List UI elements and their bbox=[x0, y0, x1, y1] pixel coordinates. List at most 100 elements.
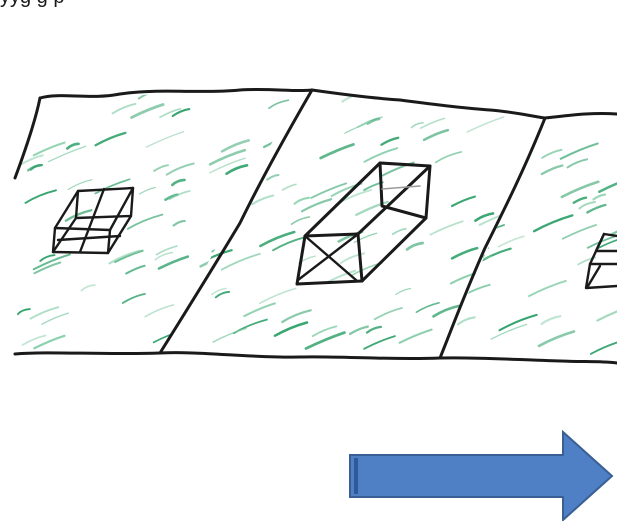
hatch-stroke bbox=[295, 198, 310, 204]
hatch-stroke bbox=[534, 215, 572, 231]
hatch-stroke bbox=[244, 303, 275, 316]
hatch-stroke bbox=[67, 144, 78, 149]
hatch-stroke bbox=[436, 152, 461, 163]
hatch-stroke bbox=[210, 158, 245, 173]
hatch-stroke bbox=[452, 197, 475, 206]
hatch-stroke bbox=[485, 264, 515, 276]
hatch-stroke bbox=[25, 190, 56, 203]
hatch-stroke bbox=[466, 133, 486, 141]
hatch-stroke bbox=[518, 127, 537, 135]
hatch-stroke bbox=[18, 309, 30, 314]
hatch-stroke bbox=[30, 307, 58, 319]
hatch-stroke bbox=[382, 138, 399, 145]
roof-bottom-edge bbox=[15, 353, 617, 363]
hatch-stroke bbox=[222, 254, 260, 270]
hatch-stroke bbox=[411, 123, 423, 128]
hatch-stroke bbox=[200, 343, 213, 349]
hatch-stroke bbox=[597, 305, 617, 321]
middle-skylight bbox=[297, 163, 430, 284]
middle-panel-hatching bbox=[162, 85, 575, 355]
hatch-stroke bbox=[275, 323, 307, 336]
hatch-stroke bbox=[174, 260, 203, 272]
hatch-stroke bbox=[502, 126, 539, 141]
hatch-stroke bbox=[517, 238, 545, 249]
hatch-stroke bbox=[496, 257, 510, 263]
hatch-stroke bbox=[270, 170, 306, 185]
hatch-stroke bbox=[292, 217, 310, 224]
hatch-stroke bbox=[542, 166, 563, 175]
hatch-stroke bbox=[424, 130, 448, 140]
hatch-stroke bbox=[563, 225, 596, 239]
hatch-stroke bbox=[574, 198, 586, 203]
hatch-stroke bbox=[282, 310, 310, 322]
hatch-stroke bbox=[146, 132, 183, 148]
hatch-stroke bbox=[145, 305, 173, 317]
hatch-stroke bbox=[542, 316, 561, 324]
hatch-stroke bbox=[68, 180, 92, 190]
hatch-stroke bbox=[491, 324, 526, 339]
hatch-stroke bbox=[452, 248, 477, 258]
hatch-stroke bbox=[66, 210, 91, 221]
hatch-stroke bbox=[350, 327, 368, 334]
hatch-stroke bbox=[579, 202, 595, 208]
hatch-stroke bbox=[561, 144, 598, 159]
hatch-stroke bbox=[514, 255, 533, 263]
hatch-stroke bbox=[468, 211, 481, 216]
hatch-stroke bbox=[276, 307, 297, 316]
hatch-stroke bbox=[542, 150, 561, 158]
hatch-stroke bbox=[213, 328, 246, 342]
hatch-stroke bbox=[210, 150, 245, 164]
hatch-stroke bbox=[286, 160, 304, 168]
hatch-stroke bbox=[489, 260, 509, 268]
hatch-stroke bbox=[504, 201, 537, 215]
hatch-stroke bbox=[113, 104, 136, 114]
hatch-stroke bbox=[115, 251, 143, 262]
hatch-stroke bbox=[273, 237, 304, 250]
hatch-stroke bbox=[260, 232, 294, 246]
hatch-stroke bbox=[187, 233, 208, 242]
hatch-stroke bbox=[128, 215, 163, 229]
hatch-stroke bbox=[486, 349, 502, 355]
hatch-stroke bbox=[407, 243, 423, 249]
hatch-stroke bbox=[274, 203, 312, 219]
left-panel-hatching bbox=[18, 91, 334, 349]
hatch-stroke bbox=[173, 237, 202, 249]
hatch-stroke bbox=[611, 221, 617, 235]
hatch-stroke bbox=[538, 304, 570, 317]
hatch-stroke bbox=[461, 85, 497, 100]
hatch-stroke bbox=[393, 229, 406, 235]
hatch-stroke bbox=[400, 330, 432, 343]
hatch-stroke bbox=[506, 123, 524, 130]
hatch-stroke bbox=[267, 175, 278, 180]
hatch-stroke bbox=[219, 323, 253, 337]
hatch-stroke bbox=[302, 199, 331, 211]
hatch-stroke bbox=[375, 308, 402, 319]
hatch-stroke bbox=[587, 205, 605, 212]
hatch-stroke bbox=[218, 124, 251, 138]
hatch-stroke bbox=[172, 180, 184, 185]
hatch-stroke bbox=[542, 296, 575, 310]
hatch-stroke bbox=[364, 336, 395, 349]
hatch-stroke bbox=[306, 333, 345, 349]
hatch-stroke bbox=[260, 288, 296, 303]
hatch-stroke bbox=[345, 120, 378, 134]
hatch-stroke bbox=[499, 236, 524, 247]
hatch-stroke bbox=[364, 148, 397, 162]
hatch-stroke bbox=[154, 165, 168, 171]
hatch-stroke bbox=[321, 144, 354, 158]
hatch-stroke bbox=[34, 143, 65, 156]
hatch-stroke bbox=[21, 155, 43, 164]
hatch-stroke bbox=[396, 289, 411, 295]
hatch-stroke bbox=[251, 268, 262, 273]
hatch-stroke bbox=[34, 254, 70, 269]
hatch-stroke bbox=[159, 257, 188, 269]
hatch-stroke bbox=[81, 285, 94, 291]
hatch-stroke bbox=[505, 96, 542, 111]
hatch-stroke bbox=[42, 313, 69, 324]
hatch-stroke bbox=[291, 155, 318, 166]
hatch-stroke bbox=[28, 165, 41, 170]
hatch-stroke bbox=[140, 188, 156, 195]
hatch-stroke bbox=[539, 332, 574, 346]
hatch-stroke bbox=[283, 184, 296, 190]
